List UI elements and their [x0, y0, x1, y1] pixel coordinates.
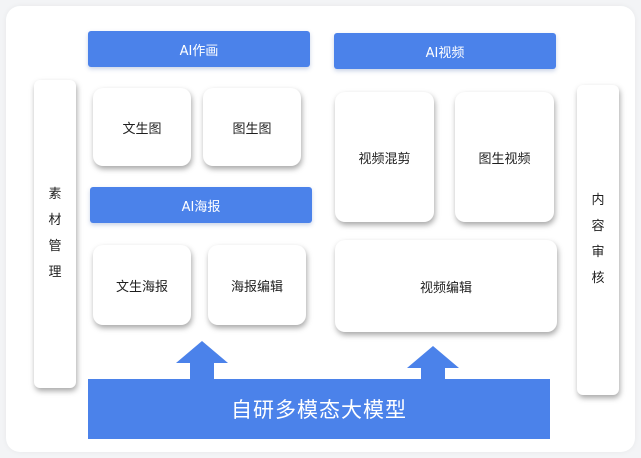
text-to-image-card: 文生图 — [93, 88, 191, 166]
sidebar-char: 内 — [591, 193, 605, 208]
sidebar-material-management: 素 材 管 理 — [34, 80, 76, 388]
image-to-video-card: 图生视频 — [455, 92, 554, 222]
text-to-poster-card: 文生海报 — [93, 245, 191, 325]
sidebar-char: 容 — [591, 219, 605, 234]
diagram-canvas — [6, 6, 635, 452]
ai-poster-header: AI海报 — [90, 187, 312, 223]
ai-painting-header: AI作画 — [88, 31, 310, 67]
image-to-image-card: 图生图 — [203, 88, 301, 166]
sidebar-char: 管 — [48, 239, 62, 254]
sidebar-char: 理 — [48, 265, 62, 280]
sidebar-char: 材 — [48, 213, 62, 228]
poster-edit-card: 海报编辑 — [208, 245, 306, 325]
video-mix-card: 视频混剪 — [335, 92, 434, 222]
arrow-up-left-icon — [176, 341, 228, 381]
ai-video-header: AI视频 — [334, 33, 556, 69]
arrow-up-right-icon — [407, 346, 459, 381]
sidebar-char: 核 — [591, 271, 605, 286]
sidebar-char: 素 — [48, 187, 62, 202]
foundation-model-bar: 自研多模态大模型 — [88, 379, 550, 439]
sidebar-content-review: 内 容 审 核 — [577, 85, 619, 395]
sidebar-char: 审 — [591, 245, 605, 260]
video-edit-card: 视频编辑 — [335, 240, 557, 332]
